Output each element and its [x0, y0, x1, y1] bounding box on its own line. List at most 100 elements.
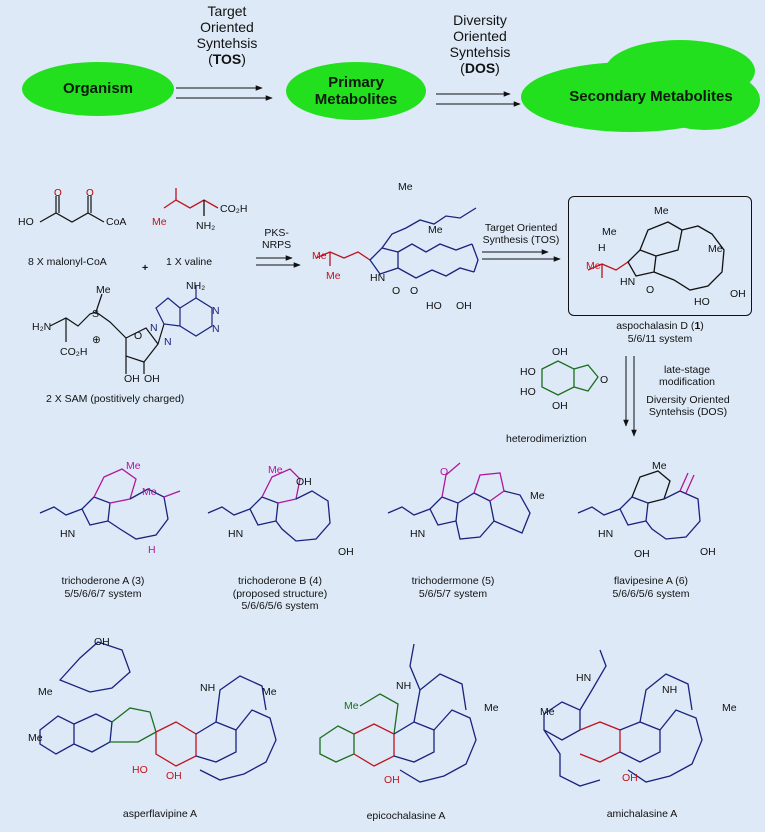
pks-nrps-label: PKS- NRPS: [262, 227, 291, 251]
int-o-2: O: [410, 285, 419, 297]
trichoderone-a-caption: trichoderone A (3) 5/5/6/6/7 system: [38, 575, 168, 600]
r3-0-name: trichoderone A (3): [61, 575, 145, 587]
r4-c-me-1: Me: [540, 706, 555, 718]
plus-sign: +: [142, 262, 149, 274]
sam-structure: [49, 286, 213, 374]
sam-nh2-top: NH₂: [186, 280, 206, 292]
sam-n3: N: [212, 305, 220, 317]
asp-me-1: Me: [654, 205, 669, 217]
sam-h2n: H₂N: [32, 321, 52, 333]
late-stage-label: late-stage modification: [644, 364, 730, 388]
r3-a-me-1: Me: [126, 460, 141, 472]
tos-abbrev: TOS: [212, 51, 242, 67]
trichoderone-b-caption: trichoderone B (4) (proposed structure) …: [210, 575, 350, 613]
r3-1-name: trichoderone B (4): [237, 575, 323, 587]
int-me-3: Me: [312, 250, 327, 262]
tos-line-2: Oriented: [200, 19, 254, 35]
r3-c-hn: HN: [410, 528, 426, 540]
sam-co2h: CO₂H: [60, 346, 88, 358]
tos-line-1: Target: [207, 3, 247, 19]
tos-flow-label: Target Oriented Syntehsis (TOS): [182, 3, 272, 67]
aspochalasin-box: [568, 196, 752, 316]
tos-path-line-2: Synthesis (TOS): [482, 234, 560, 246]
r3-0-system: 5/5/6/6/7 system: [64, 587, 142, 600]
pks-line-2: NRPS: [262, 239, 292, 251]
dos-path-line-2: Syntehsis (DOS): [648, 406, 728, 418]
sam-s: S: [92, 308, 100, 320]
epicochalasine-structure: [319, 643, 477, 783]
dos-line-4: (DOS): [460, 60, 500, 76]
asp-h: H: [598, 242, 606, 254]
dos-abbrev: DOS: [464, 60, 496, 76]
secondary-metabolites-ellipse: Secondary Metabolites: [521, 62, 741, 132]
valine-co2h: CO₂H: [220, 203, 248, 215]
r3-d-hn: HN: [598, 528, 614, 540]
sam-me: Me: [96, 284, 111, 296]
r3-a-hn: HN: [60, 528, 76, 540]
r4-c-oh: OH: [622, 772, 638, 784]
valine-caption: 1 X valine: [166, 256, 213, 268]
organism-label: Organism: [62, 80, 134, 98]
malonyl-ho: HO: [18, 216, 34, 228]
flavipesine-structure: [577, 470, 701, 540]
het-oh-1: OH: [552, 346, 568, 358]
r3-d-oh: OH: [634, 548, 650, 560]
r4-b-me-1: Me: [344, 700, 359, 712]
sam-caption: 2 X SAM (postitively charged): [46, 393, 185, 405]
r4-a-oh2: OH: [166, 770, 182, 782]
asp-me-3: Me: [708, 243, 723, 255]
tos-line-3: Syntehsis: [196, 35, 258, 51]
tos-line-4: (TOS): [208, 51, 246, 67]
organism-ellipse: Organism: [22, 62, 174, 116]
r4-c-hn: HN: [576, 672, 592, 684]
epicochalasine-caption: epicochalasine A: [366, 810, 446, 822]
row4-structures: [39, 641, 703, 787]
dos-line-2: Oriented: [453, 28, 507, 44]
valine-structure: [163, 188, 219, 216]
tos-path-line-1: Target Oriented: [484, 222, 558, 234]
asp-name-end: ): [700, 320, 704, 332]
dos-line-3: Syntehsis: [449, 44, 511, 60]
malonyl-coa-label: CoA: [106, 216, 127, 228]
r4-b-nh: NH: [396, 680, 412, 692]
r3-3-name: flavipesine A (6): [613, 575, 689, 587]
tos-path-label: Target Oriented Synthesis (TOS): [476, 222, 566, 246]
het-oh-2: OH: [552, 400, 568, 412]
het-o: O: [600, 374, 609, 386]
sam-n1: N: [150, 322, 158, 334]
het-ho-1: HO: [520, 366, 536, 378]
trichoderone-a-structure: [39, 468, 181, 540]
sam-oh2: OH: [144, 373, 160, 385]
int-me-4: Me: [326, 270, 341, 282]
r3-2-name: trichodermone (5): [411, 575, 495, 587]
asp-num: 1: [694, 320, 701, 332]
dos-path-line-1: Diversity Oriented: [646, 394, 730, 406]
amichalasine-structure: [543, 649, 703, 787]
pks-line-1: PKS-: [264, 227, 289, 239]
r3-3-system: 5/6/6/5/6 system: [612, 587, 690, 600]
dos-line-1: Diversity: [453, 12, 507, 28]
dos-flow-label: Diversity Oriented Syntehsis (DOS): [435, 12, 525, 76]
r4-a-me-2: Me: [28, 732, 43, 744]
valine-me: Me: [152, 216, 167, 228]
heterodimer-structure: [541, 360, 599, 396]
r4-b-oh: OH: [384, 774, 400, 786]
row3-structures: [39, 462, 701, 542]
dos-path-label: Diversity Oriented Syntehsis (DOS): [638, 394, 738, 418]
malonyl-caption: 8 X malonyl-CoA: [28, 256, 107, 268]
r3-a-h: H: [148, 544, 156, 556]
r4-a-oh: OH: [94, 636, 110, 648]
sam-plus: ⊕: [92, 334, 101, 346]
r3-b-oh2: OH: [338, 546, 354, 558]
malonyl-coa-structure: O O: [39, 188, 105, 223]
r3-a-me-2: Me: [142, 486, 157, 498]
int-ho: HO: [426, 300, 442, 312]
sam-oh1: OH: [124, 373, 140, 385]
r4-c-me-2: Me: [722, 702, 737, 714]
svg-text:O: O: [86, 188, 94, 199]
int-o-1: O: [392, 285, 401, 297]
secondary-label: Secondary Metabolites: [569, 88, 733, 106]
int-me-2: Me: [428, 224, 443, 236]
r3-d-me: Me: [652, 460, 667, 472]
asp-hn: HN: [620, 276, 636, 288]
